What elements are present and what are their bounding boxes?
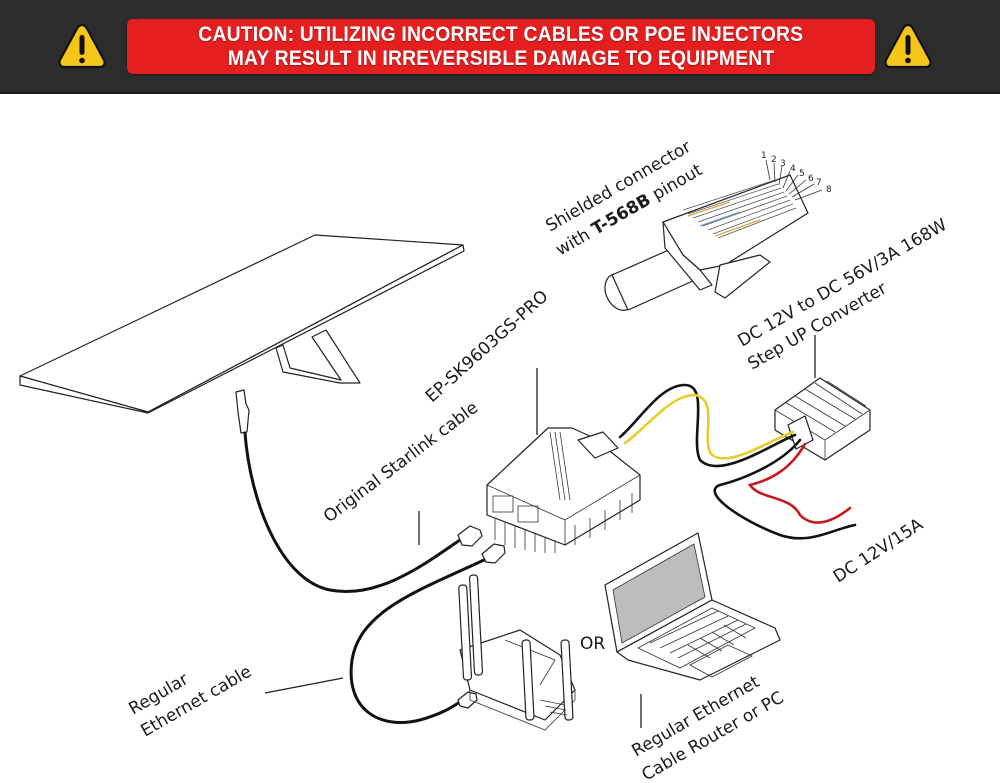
starlink-cable	[235, 389, 483, 593]
starlink-cable-label: Original Starlink cable	[320, 398, 482, 527]
pin-number-6: 6	[808, 174, 814, 184]
caution-banner: CAUTION: UTILIZING INCORRECT CABLES OR P…	[0, 0, 1000, 94]
pin-number-7: 7	[816, 178, 822, 188]
poe-injector-illustration	[486, 368, 641, 553]
pin-number-8: 8	[826, 185, 832, 195]
warning-triangle-icon	[884, 23, 932, 69]
laptop-illustration	[604, 532, 781, 681]
pin-number-5: 5	[799, 169, 805, 179]
or-label: OR	[580, 634, 605, 654]
ethernet-cable-leader-line	[264, 677, 344, 694]
warning-triangle-icon	[58, 23, 106, 69]
ethernet-cable	[349, 543, 506, 724]
power-wires	[618, 383, 857, 540]
pin-number-4: 4	[790, 164, 796, 174]
caution-message-box: CAUTION: UTILIZING INCORRECT CABLES OR P…	[127, 19, 875, 74]
router-illustration	[458, 574, 576, 731]
dc-input-label: DC 12V/15A	[830, 514, 927, 587]
injector-model-label: EP-SK9603GS-PRO	[422, 286, 552, 406]
pinout-leader-lines	[765, 159, 823, 201]
caution-line-2: MAY RESULT IN IRREVERSIBLE DAMAGE TO EQU…	[227, 46, 775, 70]
starlink-dish-illustration	[19, 234, 465, 414]
pin-number-2: 2	[771, 155, 777, 165]
pin-number-1: 1	[761, 151, 767, 161]
rj45-connector-illustration: 1 2 3 4 5 6 7 8	[604, 151, 832, 311]
caution-line-1: CAUTION: UTILIZING INCORRECT CABLES OR P…	[198, 22, 804, 46]
pin-number-3: 3	[780, 159, 786, 169]
